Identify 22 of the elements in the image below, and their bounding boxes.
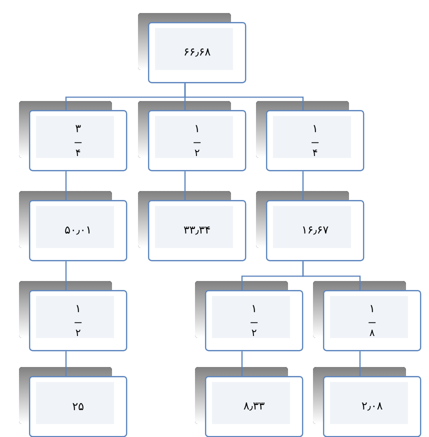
- connector-line: [184, 171, 186, 200]
- box: ۲٫۰۸: [313, 367, 422, 437]
- box: ۱ ۴: [256, 101, 364, 172]
- connector-line: [359, 351, 361, 376]
- connector-line: [302, 261, 361, 290]
- connector-line: [65, 351, 67, 376]
- box: ۱ ۲: [19, 281, 128, 352]
- box: ۳۳٫۳۴: [138, 191, 246, 262]
- connector-line: [302, 171, 304, 200]
- box: ۸٫۳۳: [195, 367, 304, 437]
- box: ۱۶٫۶۷: [256, 191, 364, 262]
- connector-line: [241, 351, 243, 376]
- connector-line: [65, 171, 67, 200]
- connector-line: [184, 83, 304, 110]
- box: ۱ ۲: [138, 101, 246, 172]
- box: ۳ ۴: [19, 101, 128, 172]
- box: ۶۶٫۶۸: [138, 13, 246, 84]
- box: ۱ ۲: [195, 281, 304, 352]
- box: ۲۵: [19, 367, 128, 437]
- box: ۱ ۸: [313, 281, 422, 352]
- connector-line: [65, 261, 67, 290]
- box: ۵۰٫۰۱: [19, 191, 128, 262]
